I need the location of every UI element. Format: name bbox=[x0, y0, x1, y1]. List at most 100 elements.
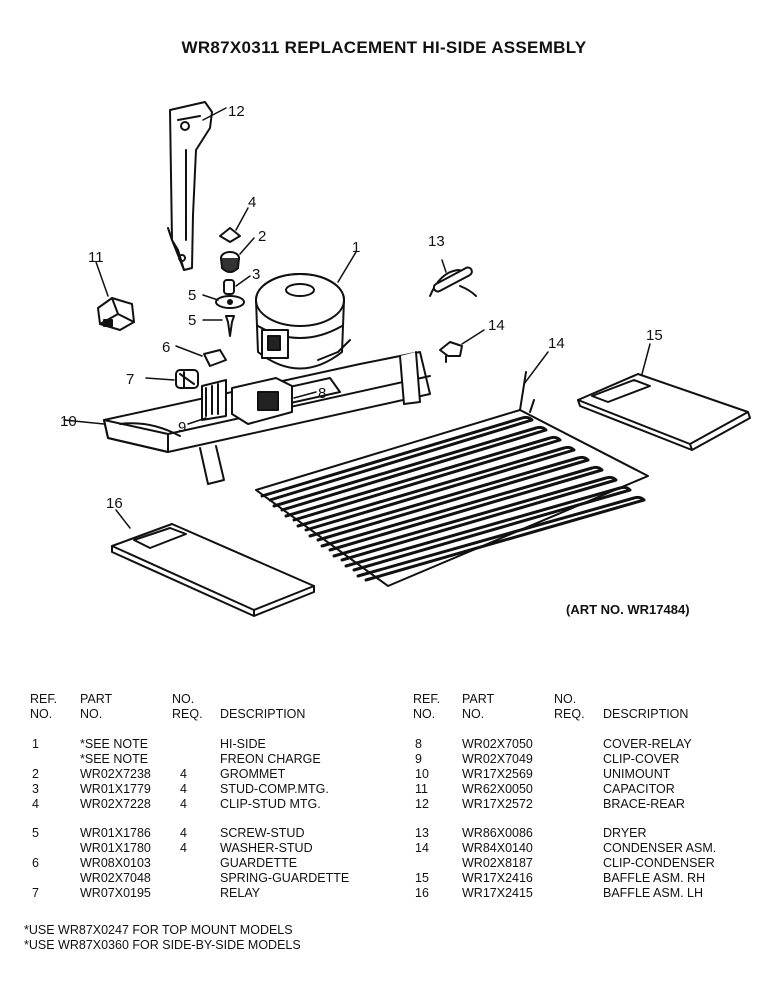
callout-10: 10 bbox=[60, 413, 77, 430]
callout-5b: 5 bbox=[188, 312, 196, 329]
part-description: GUARDETTE bbox=[220, 856, 298, 870]
part-description: COVER-RELAY bbox=[603, 737, 692, 751]
exploded-assembly-drawing: 12 4 2 3 1 13 11 5 5 14 14 15 6 7 8 10 9… bbox=[60, 101, 751, 617]
art-number: (ART NO. WR17484) bbox=[566, 602, 690, 617]
part-description: UNIMOUNT bbox=[603, 767, 671, 781]
callout-6: 6 bbox=[162, 339, 170, 356]
part-qty: 4 bbox=[180, 767, 187, 781]
part-number: WR02X8187 bbox=[462, 856, 533, 870]
part-ref: 1 bbox=[32, 737, 39, 751]
callout-8: 8 bbox=[318, 385, 326, 402]
part-description: CAPACITOR bbox=[603, 782, 675, 796]
clip-condenser-part bbox=[439, 329, 485, 363]
clip-cover-part bbox=[187, 379, 227, 425]
compressor-part bbox=[255, 251, 357, 370]
part-qty: 4 bbox=[180, 841, 187, 855]
header-ref-left: REF. NO. bbox=[30, 692, 58, 721]
part-ref: 13 bbox=[415, 826, 429, 840]
part-ref: 10 bbox=[415, 767, 429, 781]
part-description: RELAY bbox=[220, 886, 261, 900]
part-number: WR07X0195 bbox=[80, 886, 151, 900]
part-description: WASHER-STUD bbox=[220, 841, 313, 855]
condenser-part bbox=[255, 351, 649, 587]
part-number: *SEE NOTE bbox=[80, 752, 149, 766]
part-number: WR17X2415 bbox=[462, 886, 533, 900]
part-ref: 7 bbox=[32, 886, 39, 900]
part-number: WR84X0140 bbox=[462, 841, 533, 855]
part-description: SCREW-STUD bbox=[220, 826, 305, 840]
callout-15: 15 bbox=[646, 327, 663, 344]
part-description: GROMMET bbox=[220, 767, 286, 781]
callout-5a: 5 bbox=[188, 287, 196, 304]
baffle-rh-part bbox=[577, 343, 751, 451]
callout-16: 16 bbox=[106, 495, 123, 512]
callout-3: 3 bbox=[252, 266, 260, 283]
part-qty: 4 bbox=[180, 782, 187, 796]
note-side-by-side: *USE WR87X0360 FOR SIDE-BY-SIDE MODELS bbox=[24, 938, 301, 952]
part-description: CLIP-CONDENSER bbox=[603, 856, 715, 870]
part-ref: 9 bbox=[415, 752, 422, 766]
header-ref-right: REF. NO. bbox=[413, 692, 441, 721]
header-req-left: NO. REQ. bbox=[172, 692, 203, 721]
part-number: WR02X7238 bbox=[80, 767, 151, 781]
callout-9: 9 bbox=[178, 419, 186, 436]
header-desc-right: DESCRIPTION bbox=[603, 707, 689, 721]
capacitor-part bbox=[95, 261, 135, 331]
part-number: WR62X0050 bbox=[462, 782, 533, 796]
part-ref: 16 bbox=[415, 886, 429, 900]
part-qty: 4 bbox=[180, 797, 187, 811]
relay-part bbox=[145, 369, 199, 389]
part-number: WR17X2569 bbox=[462, 767, 533, 781]
part-number: *SEE NOTE bbox=[80, 737, 149, 751]
baffle-lh-part bbox=[111, 509, 315, 617]
cover-relay-part bbox=[231, 377, 317, 425]
part-description: BRACE-REAR bbox=[603, 797, 685, 811]
part-description: HI-SIDE bbox=[220, 737, 266, 751]
callout-13: 13 bbox=[428, 233, 445, 250]
callout-4: 4 bbox=[248, 194, 256, 211]
part-ref: 14 bbox=[415, 841, 429, 855]
part-description: CLIP-STUD MTG. bbox=[220, 797, 321, 811]
guardette-part bbox=[175, 345, 227, 367]
callout-7: 7 bbox=[126, 371, 134, 388]
header-req-right: NO. REQ. bbox=[554, 692, 585, 721]
part-qty: 4 bbox=[180, 826, 187, 840]
part-description: FREON CHARGE bbox=[220, 752, 321, 766]
part-description: BAFFLE ASM. LH bbox=[603, 886, 704, 900]
callout-1: 1 bbox=[352, 239, 360, 256]
part-number: WR02X7048 bbox=[80, 871, 151, 885]
part-number: WR02X7049 bbox=[462, 752, 533, 766]
part-number: WR01X1780 bbox=[80, 841, 151, 855]
note-top-mount: *USE WR87X0247 FOR TOP MOUNT MODELS bbox=[24, 923, 293, 937]
callout-11: 11 bbox=[88, 249, 104, 266]
callout-2: 2 bbox=[258, 228, 266, 245]
part-ref: 15 bbox=[415, 871, 429, 885]
header-part-right: PART NO. bbox=[462, 692, 495, 721]
part-number: WR02X7228 bbox=[80, 797, 151, 811]
part-number: WR17X2416 bbox=[462, 871, 533, 885]
part-description: SPRING-GUARDETTE bbox=[220, 871, 350, 885]
part-description: CONDENSER ASM. bbox=[603, 841, 717, 855]
callout-12: 12 bbox=[228, 103, 245, 120]
part-ref: 5 bbox=[32, 826, 39, 840]
part-ref: 11 bbox=[415, 782, 428, 796]
callout-14b: 14 bbox=[548, 335, 565, 352]
part-number: WR08X0103 bbox=[80, 856, 151, 870]
part-description: CLIP-COVER bbox=[603, 752, 680, 766]
part-description: STUD-COMP.MTG. bbox=[220, 782, 329, 796]
part-ref: 12 bbox=[415, 797, 429, 811]
callout-labels: 12 4 2 3 1 13 11 5 5 14 14 15 6 7 8 10 9… bbox=[60, 103, 663, 512]
part-description: DRYER bbox=[603, 826, 647, 840]
header-part-left: PART NO. bbox=[80, 692, 113, 721]
part-number: WR86X0086 bbox=[462, 826, 533, 840]
part-number: WR01X1786 bbox=[80, 826, 151, 840]
part-ref: 8 bbox=[415, 737, 422, 751]
callout-14a: 14 bbox=[488, 317, 505, 334]
part-ref: 3 bbox=[32, 782, 39, 796]
brace-rear-part bbox=[167, 101, 227, 271]
dryer-part bbox=[429, 259, 477, 297]
part-ref: 4 bbox=[32, 797, 39, 811]
part-number: WR02X7050 bbox=[462, 737, 533, 751]
part-ref: 2 bbox=[32, 767, 39, 781]
